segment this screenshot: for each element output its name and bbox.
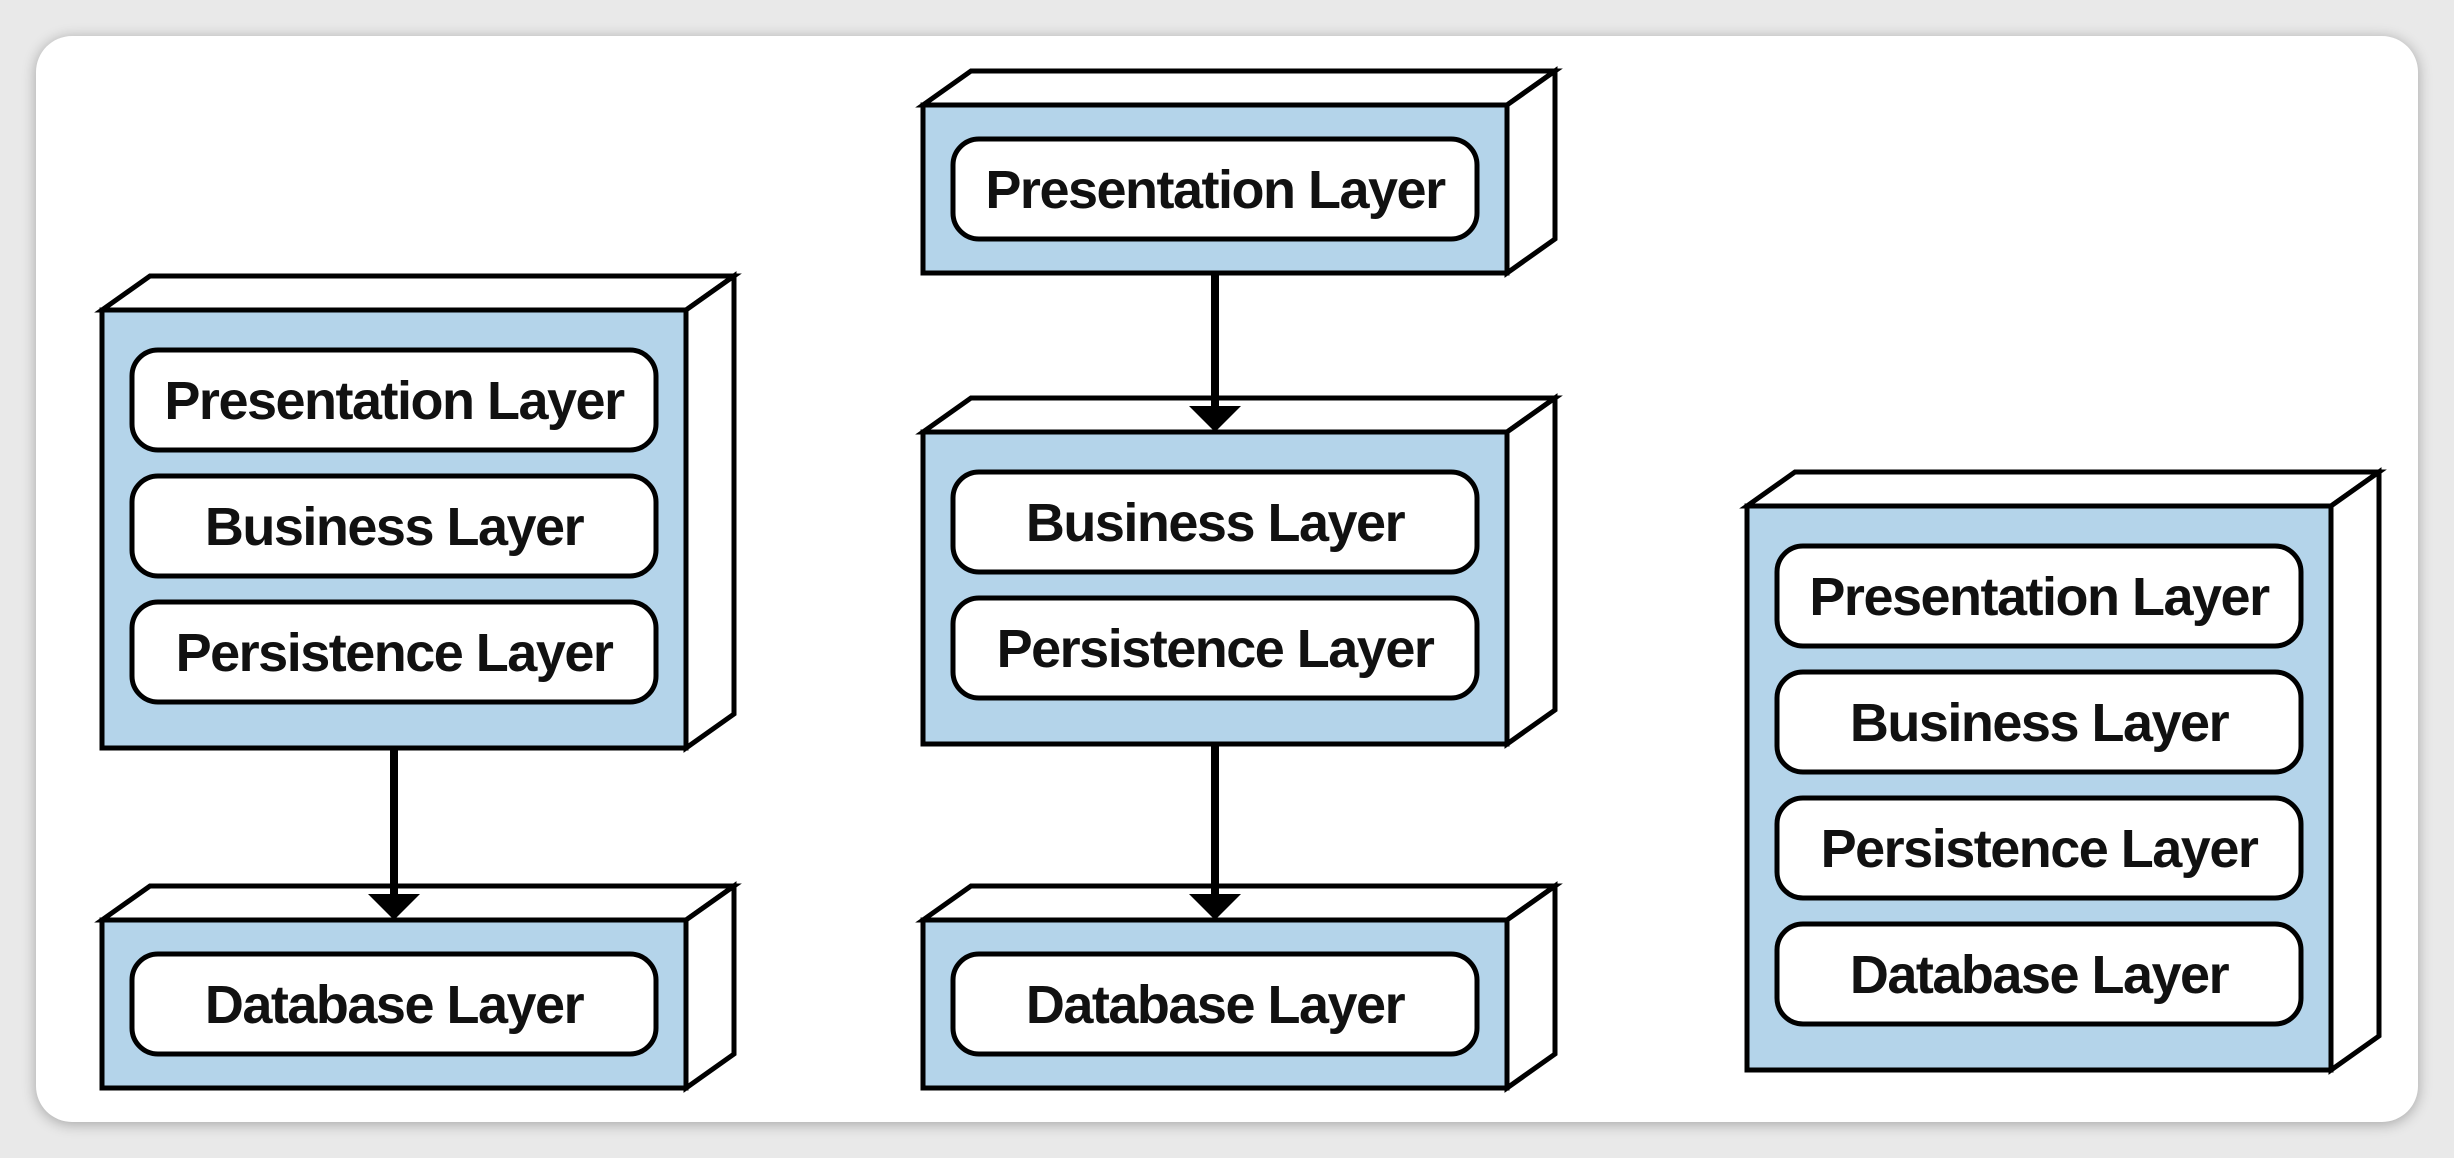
- presentation-layer-box: Presentation Layer: [1774, 543, 2304, 649]
- persistence-layer-box: Persistence Layer: [950, 595, 1480, 701]
- business-layer-pill: [1774, 669, 2304, 775]
- database-layer-box: Database Layer: [1774, 921, 2304, 1027]
- node-side-face: [2328, 467, 2382, 1075]
- node-top-face: [915, 883, 1563, 923]
- presentation-layer-box: Presentation Layer: [129, 347, 659, 453]
- persistence-layer-label: Persistence Layer: [1821, 819, 2259, 879]
- business-layer-pill: [950, 469, 1480, 575]
- persistence-layer-pill: [950, 595, 1480, 701]
- business-layer-box: Business Layer: [129, 473, 659, 579]
- database-layer-label: Database Layer: [1026, 975, 1406, 1035]
- presentation-layer-label: Presentation Layer: [1809, 567, 2270, 627]
- presentation-layer-box: Presentation Layer: [950, 136, 1480, 242]
- persistence-layer-box: Persistence Layer: [129, 599, 659, 705]
- database-layer-pill: [1774, 921, 2304, 1027]
- persistence-layer-pill: [1774, 795, 2304, 901]
- persistence-layer-box: Persistence Layer: [1774, 795, 2304, 901]
- node-side-face: [683, 271, 737, 753]
- business-layer-pill: [129, 473, 659, 579]
- database-layer-label: Database Layer: [1850, 945, 2230, 1005]
- node-1-2: Database Layer: [94, 881, 742, 1093]
- database-layer-pill: [129, 951, 659, 1057]
- presentation-layer-label: Presentation Layer: [985, 160, 1446, 220]
- node-top-face: [915, 395, 1563, 435]
- business-layer-label: Business Layer: [205, 497, 585, 557]
- node-side-face: [1504, 393, 1558, 749]
- presentation-layer-pill: [1774, 543, 2304, 649]
- business-layer-box: Business Layer: [950, 469, 1480, 575]
- business-layer-box: Business Layer: [1774, 669, 2304, 775]
- arrow-head-2-1: [1189, 406, 1241, 432]
- node-top-face: [1739, 469, 2387, 509]
- node-top-face: [94, 273, 742, 313]
- presentation-layer-pill: [129, 347, 659, 453]
- node-side-face: [1504, 881, 1558, 1093]
- presentation-layer-pill: [950, 136, 1480, 242]
- node-2-1: Presentation Layer: [915, 66, 1563, 278]
- node-top-face: [94, 883, 742, 923]
- presentation-layer-label: Presentation Layer: [164, 371, 625, 431]
- node-top-face: [915, 68, 1563, 108]
- business-layer-label: Business Layer: [1026, 493, 1406, 553]
- business-layer-label: Business Layer: [1850, 693, 2230, 753]
- arrow-head-2-2: [1189, 894, 1241, 920]
- persistence-layer-pill: [129, 599, 659, 705]
- database-layer-box: Database Layer: [950, 951, 1480, 1057]
- persistence-layer-label: Persistence Layer: [176, 623, 614, 683]
- node-2-3: Database Layer: [915, 881, 1563, 1093]
- persistence-layer-label: Persistence Layer: [997, 619, 1435, 679]
- node-side-face: [1504, 66, 1558, 278]
- database-layer-box: Database Layer: [129, 951, 659, 1057]
- database-layer-label: Database Layer: [205, 975, 585, 1035]
- database-layer-pill: [950, 951, 1480, 1057]
- arrow-head-1-1: [368, 894, 420, 920]
- node-side-face: [683, 881, 737, 1093]
